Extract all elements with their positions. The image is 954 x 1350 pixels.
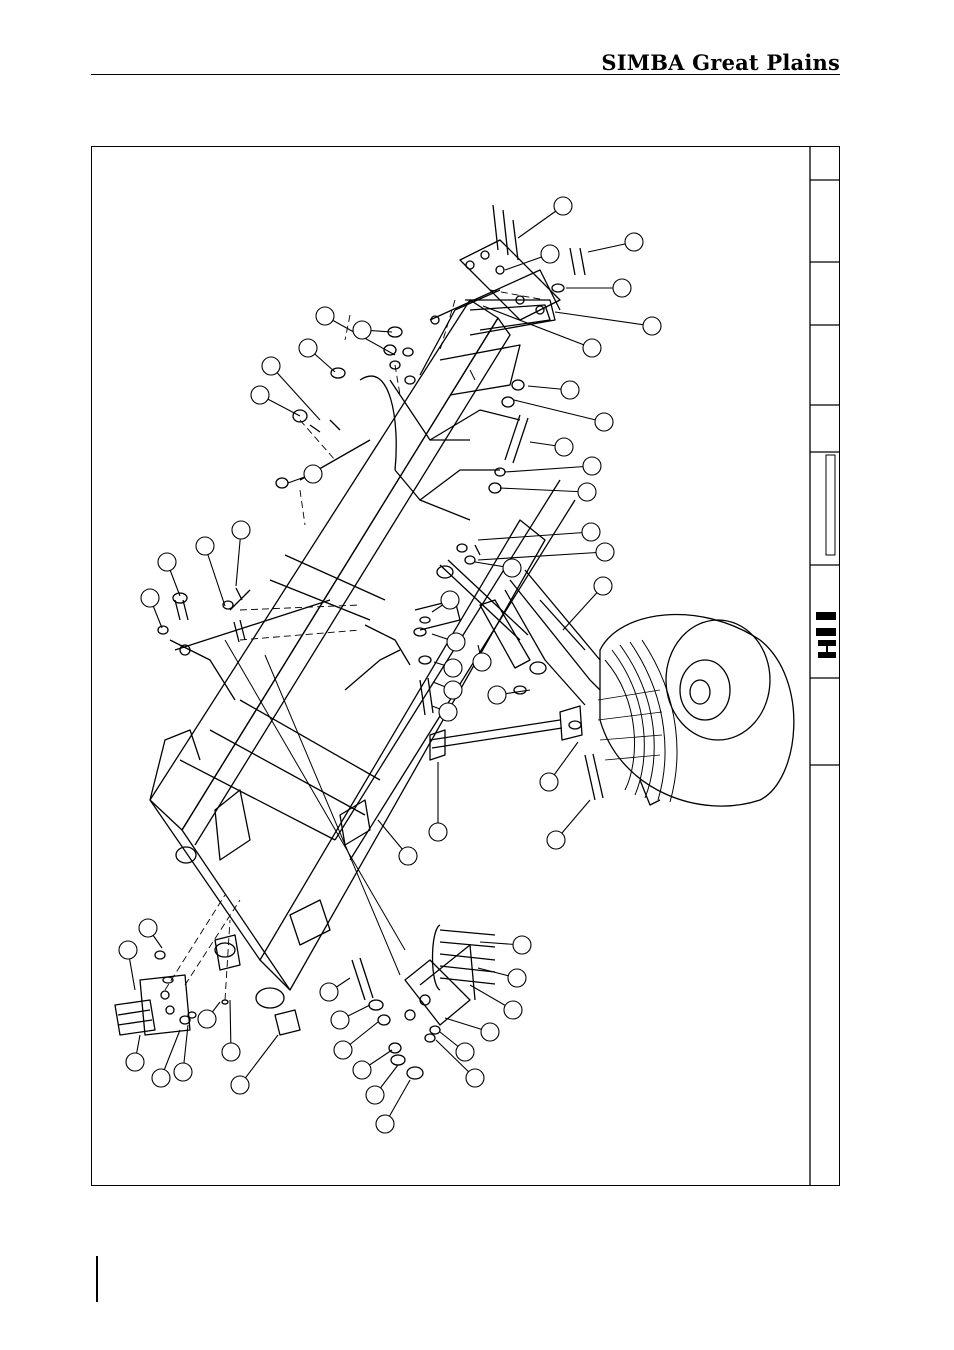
main-frame <box>150 270 575 1008</box>
callout-balloon <box>583 339 601 357</box>
callout-balloon <box>316 307 334 325</box>
callout-balloon <box>441 591 459 609</box>
callout-balloon <box>429 823 447 841</box>
callout-balloon <box>488 686 506 704</box>
callout-balloon <box>481 1023 499 1041</box>
callout-leader <box>505 466 592 472</box>
center-lines <box>165 290 545 1000</box>
linkages <box>414 544 603 800</box>
callout-balloon <box>141 589 159 607</box>
callout-balloon <box>231 1076 249 1094</box>
callout-balloon <box>251 386 269 404</box>
callout-balloon <box>119 941 137 959</box>
callout-balloon <box>447 633 465 651</box>
wheel-assembly <box>505 570 794 806</box>
callout-balloon <box>439 703 457 721</box>
callout-balloon <box>399 847 417 865</box>
callout-balloon <box>444 659 462 677</box>
callout-balloon <box>353 1061 371 1079</box>
callout-balloon <box>503 559 521 577</box>
callout-balloon <box>596 543 614 561</box>
callout-balloon <box>196 537 214 555</box>
title-block-strip <box>810 146 840 1186</box>
callout-balloon <box>222 1043 240 1061</box>
callout-balloon <box>198 1010 216 1028</box>
callout-balloon <box>376 1115 394 1133</box>
callout-balloon <box>158 553 176 571</box>
callout-balloon <box>331 1011 349 1029</box>
callout-balloon <box>554 197 572 215</box>
callout-balloon <box>582 523 600 541</box>
callout-balloon <box>262 357 280 375</box>
callout-leader <box>478 532 591 540</box>
callout-balloon <box>613 279 631 297</box>
hitch-assembly <box>276 205 585 493</box>
callout-balloon <box>304 465 322 483</box>
callout-balloon <box>561 381 579 399</box>
callout-balloon <box>299 339 317 357</box>
callout-balloon <box>643 317 661 335</box>
callout-balloon <box>444 681 462 699</box>
callout-balloon <box>139 919 157 937</box>
callout-balloon <box>353 321 371 339</box>
callout-balloon <box>152 1069 170 1087</box>
callout-leader <box>500 488 587 492</box>
callout-balloon <box>540 773 558 791</box>
callout-balloon <box>578 483 596 501</box>
callout-balloon <box>625 233 643 251</box>
callout-balloon <box>466 1069 484 1087</box>
callout-balloon <box>594 577 612 595</box>
callout-balloon <box>555 438 573 456</box>
callout-balloon <box>504 1001 522 1019</box>
callout-balloon <box>126 1053 144 1071</box>
callout-balloon <box>174 1063 192 1081</box>
callout-balloon <box>541 245 559 263</box>
callout-balloon <box>583 457 601 475</box>
callout-balloon <box>595 413 613 431</box>
callout-balloon <box>320 983 338 1001</box>
callout-balloons <box>119 197 661 1133</box>
callout-balloon <box>513 936 531 954</box>
callout-balloon <box>508 969 526 987</box>
callout-balloon <box>456 1043 474 1061</box>
callout-balloon <box>547 831 565 849</box>
callout-balloon <box>334 1041 352 1059</box>
callout-balloon <box>366 1086 384 1104</box>
callout-balloon <box>473 653 491 671</box>
callout-balloon <box>232 521 250 539</box>
page-margin-mark <box>96 1256 98 1302</box>
callout-leader <box>555 312 652 326</box>
